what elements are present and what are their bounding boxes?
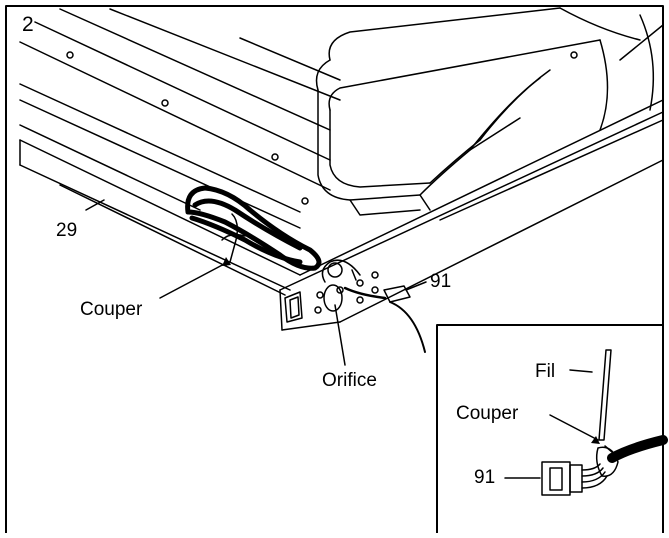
tie-wrap-loop — [221, 233, 246, 241]
label-fil: Fil — [535, 361, 556, 382]
leader-29 — [85, 199, 105, 211]
motor-hood — [315, 7, 664, 216]
leader-fil — [569, 369, 593, 373]
label-orifice: Orifice — [322, 370, 377, 391]
label-part-29: 29 — [56, 220, 78, 241]
label-part-91: 91 — [430, 271, 452, 292]
label-couper-inset: Couper — [456, 403, 519, 424]
crossbar — [279, 99, 664, 331]
tie-wrap — [229, 213, 239, 263]
arrow-couper — [222, 257, 231, 266]
treadmill-deck — [19, 8, 341, 229]
detail-inset — [436, 324, 668, 534]
label-part-91-inset: 91 — [474, 467, 496, 488]
step-number: 2 — [22, 13, 34, 36]
connector-91 — [343, 285, 426, 353]
leader-orifice — [334, 304, 346, 366]
coiled-wire — [185, 185, 322, 271]
label-couper: Couper — [80, 299, 143, 320]
figure-frame — [5, 5, 664, 534]
leader-91 — [405, 281, 427, 291]
leader-couper — [159, 261, 229, 299]
frame-rail-29 — [19, 139, 301, 296]
leader-couper-inset — [549, 414, 599, 441]
